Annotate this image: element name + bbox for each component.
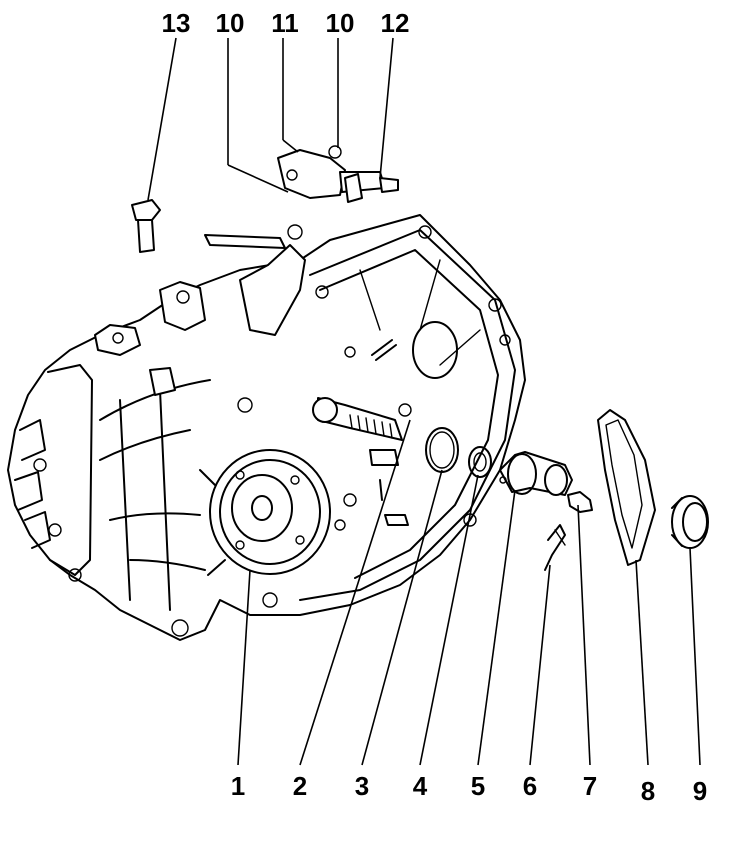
sealing-plug <box>671 495 709 549</box>
callout-1: 1 <box>231 771 245 801</box>
callout-3: 3 <box>355 771 369 801</box>
callout-7: 7 <box>583 771 597 801</box>
callout-8: 8 <box>641 776 655 806</box>
callout-5: 5 <box>471 771 485 801</box>
callout-2: 2 <box>293 771 307 801</box>
callout-10-left: 10 <box>216 8 245 38</box>
leader-lines <box>147 37 701 766</box>
oil-seal <box>468 446 492 478</box>
callout-13: 13 <box>162 8 191 38</box>
callout-10-right: 10 <box>326 8 355 38</box>
guide-sleeve <box>499 451 573 496</box>
output-flange <box>199 449 331 576</box>
callout-9: 9 <box>693 776 707 806</box>
callout-6: 6 <box>523 771 537 801</box>
switch-assembly <box>277 145 399 203</box>
breather-bolt <box>131 199 161 253</box>
callout-4: 4 <box>413 771 428 801</box>
callout-11: 11 <box>271 8 299 38</box>
callout-labels: 13 10 11 10 12 1 2 3 4 5 6 7 8 9 <box>162 8 708 806</box>
gearbox-housing <box>7 214 526 641</box>
retaining-clip <box>544 524 566 571</box>
callout-12: 12 <box>381 8 410 38</box>
cover-plate <box>597 409 656 566</box>
bolt <box>567 491 593 513</box>
